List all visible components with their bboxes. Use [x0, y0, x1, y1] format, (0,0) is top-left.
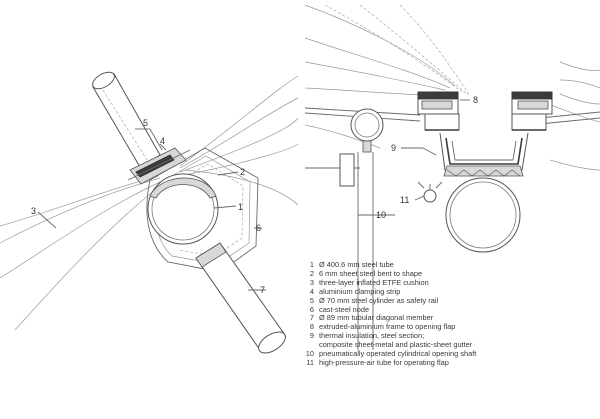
- legend-item: composite sheet-metal and plastic-sheet …: [319, 340, 473, 350]
- lower-steel-tube: [445, 177, 521, 253]
- callout-9: 9: [391, 143, 396, 153]
- callout-10: 10: [376, 210, 386, 220]
- left-leader-lines: [37, 128, 266, 291]
- callout-5: 5: [143, 118, 148, 128]
- roof-cushion-lines: [304, 4, 600, 171]
- opening-shaft: [305, 108, 384, 350]
- right-detail: 8 9 10 11: [304, 4, 600, 350]
- aluminium-frame-left: [417, 91, 460, 131]
- callout-1: 1: [238, 202, 243, 212]
- air-tube: [417, 181, 443, 203]
- aluminium-frame-right: [511, 91, 553, 131]
- main-steel-tube: [147, 173, 219, 245]
- callout-8: 8: [473, 95, 478, 105]
- callout-6: 6: [256, 223, 261, 233]
- safety-rail-cylinder: [92, 71, 161, 168]
- gutter-insulation: [439, 132, 529, 177]
- right-leader-lines: [358, 99, 470, 216]
- left-detail: 5 4 2 1 3 6 7: [0, 71, 299, 354]
- callout-11: 11: [400, 195, 409, 205]
- callout-7: 7: [260, 285, 265, 295]
- callout-3: 3: [31, 206, 36, 216]
- callout-4: 4: [160, 136, 165, 146]
- callout-2: 2: [240, 167, 245, 177]
- clamping-strip: [127, 147, 191, 185]
- diagonal-member: [195, 242, 286, 354]
